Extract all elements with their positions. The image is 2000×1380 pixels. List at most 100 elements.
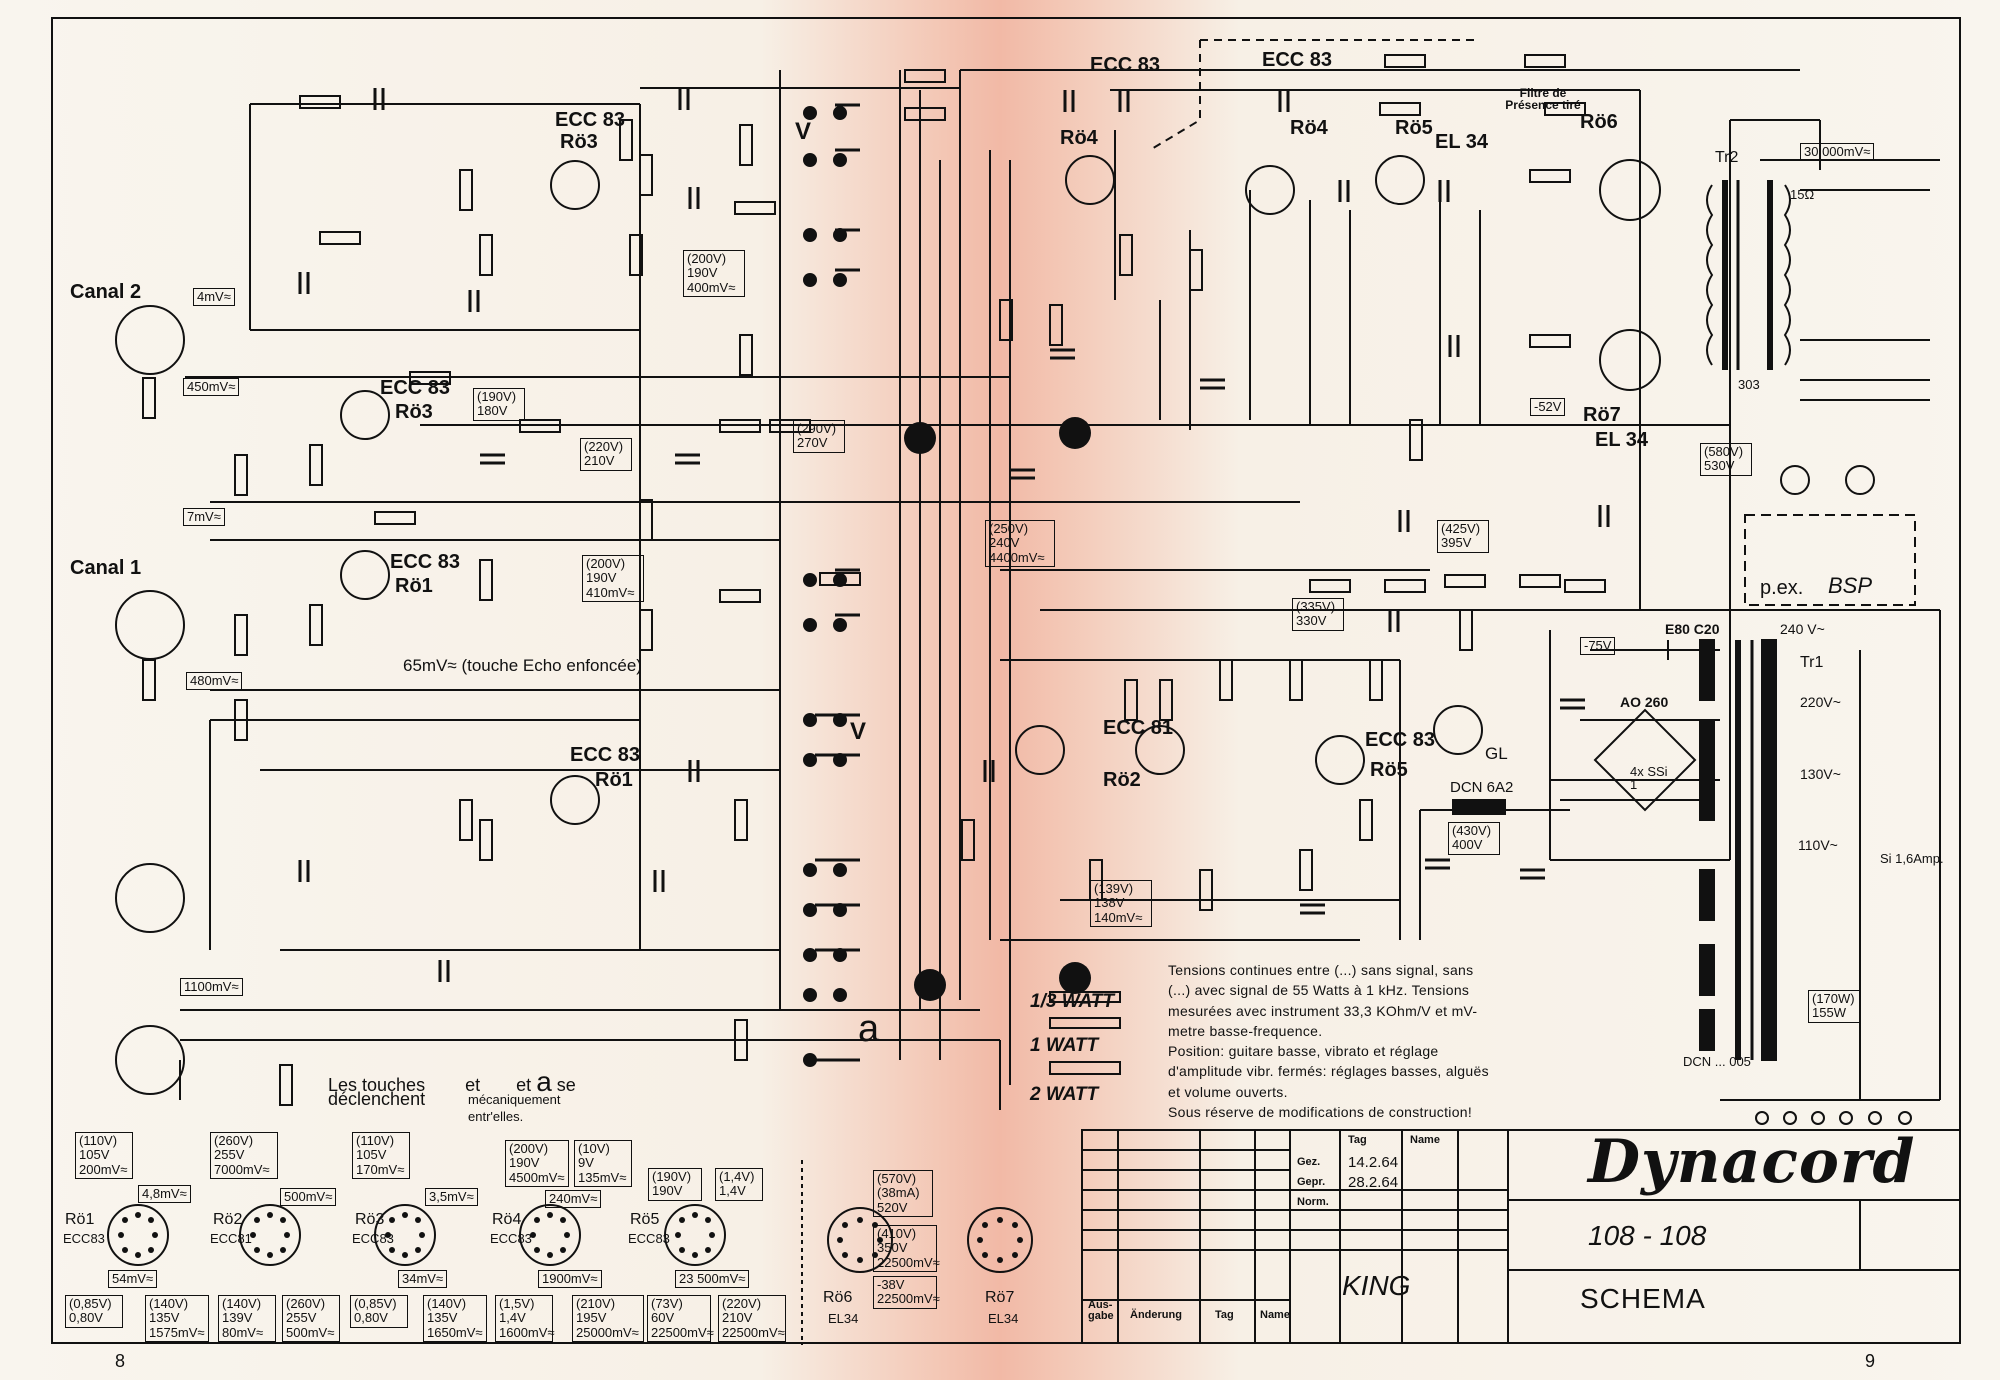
- socket-voltage: (0,85V) 0,80V: [350, 1295, 408, 1328]
- dcn-label: DCN 6A2: [1450, 779, 1514, 796]
- socket-voltage: (260V) 255V 500mV≈: [282, 1295, 340, 1342]
- socket-voltage: (0,85V) 0,80V: [65, 1295, 123, 1328]
- socket-voltage: (570V) (38mA) 520V: [873, 1170, 933, 1217]
- rectifier-label: 4x SSi 1: [1630, 764, 1668, 792]
- voltage-box: 450mV≈: [183, 378, 240, 397]
- page-number-left: 8: [115, 1351, 126, 1371]
- socket-voltage: -38V 22500mV≈: [873, 1276, 940, 1309]
- socket-voltage: 34mV≈: [398, 1270, 448, 1289]
- ac-voltage-label: 130V~: [1800, 766, 1841, 782]
- tb-tag-header: Tag: [1348, 1134, 1367, 1146]
- socket-voltage: 500mV≈: [280, 1188, 337, 1207]
- tube-label: Rö3: [395, 401, 433, 423]
- socket-voltage: (1,4V) 1,4V: [715, 1168, 763, 1201]
- socket-tube-label: Rö2: [213, 1211, 243, 1228]
- key-v-label: V: [795, 118, 812, 145]
- echo-note: 65mV≈ (touche Echo enfoncée): [403, 656, 642, 675]
- socket-voltage: (220V) 210V 22500mV≈: [718, 1295, 786, 1342]
- tube-label: Rö3: [560, 131, 598, 153]
- dcn005-label: DCN ... 005: [1683, 1054, 1751, 1069]
- keys-note-line2: déclenchent: [328, 1089, 426, 1109]
- socket-voltage: (73V) 60V 22500mV≈: [647, 1295, 714, 1342]
- tr1-label: Tr1: [1800, 654, 1824, 671]
- socket-type-label: ECC83: [352, 1231, 394, 1246]
- voltage-box: (290V) 270V: [793, 420, 845, 453]
- socket-voltage: 4,8mV≈: [138, 1185, 191, 1204]
- border-frame: [51, 17, 1961, 1344]
- socket-tube-label: Rö5: [630, 1211, 660, 1228]
- transformer-303-label: 303: [1738, 377, 1760, 392]
- tb-model-name: KING: [1342, 1270, 1411, 1301]
- voltage-box: (220V) 210V: [580, 438, 632, 471]
- brand-logo: Dynacord: [1588, 1127, 1916, 1197]
- socket-voltage: 54mV≈: [108, 1270, 158, 1289]
- key-a-glyph: a: [536, 1066, 552, 1097]
- voltage-box: (200V) 190V 410mV≈: [582, 555, 644, 602]
- watt-legend: 1 WATT: [1030, 1035, 1099, 1056]
- socket-type-label: ECC83: [490, 1231, 532, 1246]
- ac-voltage-label: 110V~: [1798, 837, 1838, 853]
- tb-gez: Gez.: [1297, 1156, 1321, 1168]
- tension-note: Tensions continues entre (...) sans sign…: [1168, 962, 1489, 1121]
- watt-legend: 1/3 WATT: [1030, 991, 1115, 1012]
- tube-label: Rö6: [1580, 111, 1618, 133]
- voltage-box: 1100mV≈: [180, 978, 243, 997]
- tb-name: Name: [1260, 1309, 1290, 1321]
- voltage-box: (335V) 330V: [1292, 598, 1344, 631]
- tube-label: Rö7: [1583, 404, 1621, 426]
- socket-tube-label: Rö6: [823, 1289, 853, 1306]
- tr2-label: Tr2: [1715, 149, 1739, 166]
- voltage-box: 4mV≈: [193, 288, 235, 307]
- tube-label: Rö4: [1060, 127, 1098, 149]
- tb-norm: Norm.: [1297, 1196, 1329, 1208]
- tube-label: ECC 83: [1090, 54, 1161, 76]
- voltage-box: (170W) 155W: [1808, 990, 1860, 1023]
- voltage-box: (250V) 240V 4400mV≈: [985, 520, 1055, 567]
- socket-voltage: (410V) 350V 22500mV≈: [873, 1225, 940, 1272]
- tube-label: ECC 83: [555, 109, 626, 131]
- socket-type-label: ECC83: [63, 1231, 105, 1246]
- tube-label: ECC 83: [390, 551, 461, 573]
- tube-label: ECC 83: [1262, 49, 1333, 71]
- key-v-label: V: [850, 718, 867, 745]
- tb-gepr: Gepr.: [1297, 1176, 1326, 1188]
- voltage-box: 480mV≈: [186, 672, 243, 691]
- voltage-box: -75V: [1580, 637, 1616, 656]
- canal-2-label: Canal 2: [70, 281, 142, 303]
- bsp-label: BSP: [1828, 573, 1873, 598]
- ac-voltage-label: 220V~: [1800, 694, 1841, 710]
- keys-note-line2b: mécaniquement: [468, 1092, 561, 1107]
- socket-tube-label: Rö7: [985, 1289, 1015, 1306]
- voltage-box: -52V: [1530, 398, 1566, 417]
- tube-label: Rö2: [1103, 769, 1141, 791]
- tube-label: Rö4: [1290, 117, 1328, 139]
- socket-tube-label: Rö4: [492, 1211, 522, 1228]
- tb-schema: SCHEMA: [1580, 1283, 1706, 1314]
- diode-label: AO 260: [1620, 694, 1669, 710]
- rectifier-e80-label: E80 C20: [1665, 621, 1720, 637]
- watt-legend: 2 WATT: [1030, 1084, 1099, 1105]
- title-block-frame: [1081, 1129, 1961, 1344]
- voltage-box: 7mV≈: [183, 508, 225, 527]
- tb-ausgabe: Aus- gabe: [1088, 1299, 1114, 1322]
- tube-label: ECC 83: [570, 744, 641, 766]
- socket-voltage: 240mV≈: [545, 1190, 602, 1209]
- socket-voltage: (140V) 135V 1650mV≈: [423, 1295, 487, 1342]
- voltage-box: (200V) 190V 400mV≈: [683, 250, 745, 297]
- tb-gez-date: 14.2.64: [1348, 1154, 1399, 1171]
- voltage-box: (139V) 138V 140mV≈: [1090, 880, 1152, 927]
- socket-voltage: 3,5mV≈: [425, 1188, 478, 1207]
- socket-voltage: (190V) 190V: [648, 1168, 702, 1201]
- tb-tag: Tag: [1215, 1309, 1234, 1321]
- socket-type-label: ECC83: [628, 1231, 670, 1246]
- socket-type-label: EL34: [988, 1311, 1019, 1326]
- presence-filter-label: Filtre de Présence tiré: [1505, 86, 1581, 112]
- tb-aenderung: Änderung: [1130, 1309, 1182, 1321]
- voltage-box: (430V) 400V: [1448, 822, 1500, 855]
- socket-type-label: ECC81: [210, 1231, 252, 1246]
- gl-label: GL: [1485, 744, 1508, 763]
- tube-label: EL 34: [1435, 131, 1488, 153]
- socket-voltage: (200V) 190V 4500mV≈: [505, 1140, 569, 1187]
- tube-label: Rö1: [395, 575, 433, 597]
